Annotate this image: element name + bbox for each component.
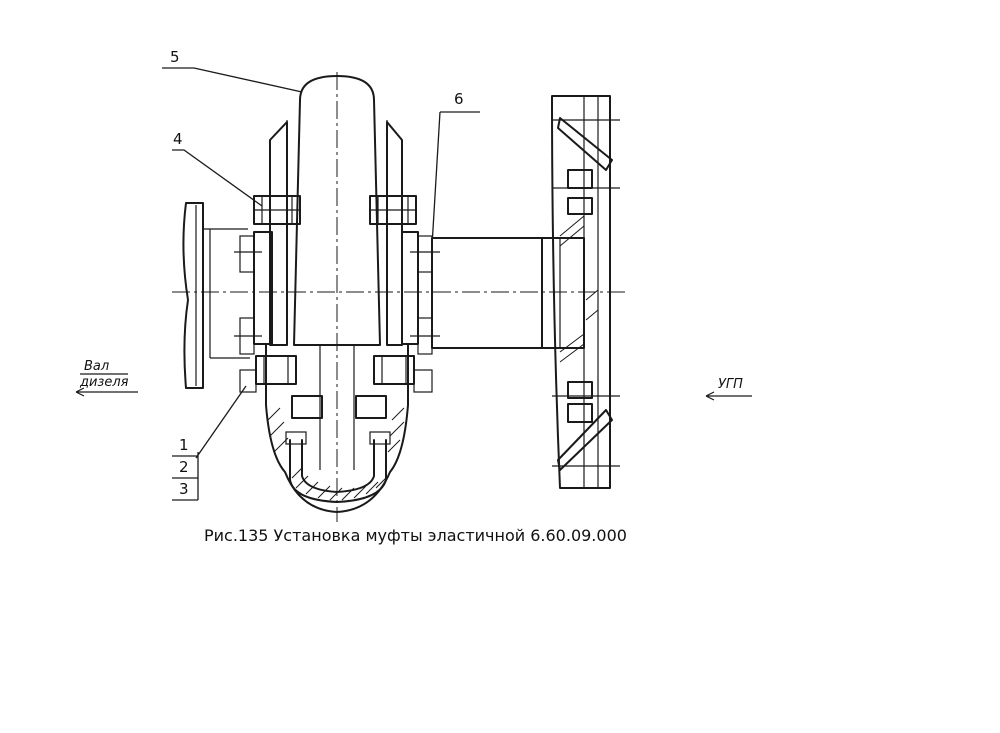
- callout-2: 2: [179, 458, 189, 476]
- shaft-label-line1: Вал: [84, 359, 109, 374]
- callout-4: 4: [173, 130, 183, 148]
- callout-6: 6: [454, 90, 464, 108]
- callout-5: 5: [170, 48, 180, 66]
- leader-5: [162, 67, 303, 93]
- lower-casing: [265, 344, 409, 513]
- callout-3: 3: [179, 480, 189, 498]
- figure-caption: Рис.135 Установка муфты эластичной 6.60.…: [204, 526, 627, 545]
- leader-4: [172, 149, 263, 207]
- upper-bolt-right: [369, 195, 417, 225]
- ugp-arrow-left-icon: [705, 391, 752, 401]
- callout-1: 1: [179, 436, 189, 454]
- upper-bolt-left: [253, 195, 301, 225]
- leader-6: [431, 111, 480, 247]
- right-hub: [401, 231, 440, 355]
- ugp-disc: [551, 95, 620, 489]
- ugp-label: УГП: [718, 377, 743, 392]
- shaft-label-line2: дизеля: [79, 375, 129, 390]
- left-hub: [234, 231, 273, 355]
- arrow-left-icon: [75, 387, 138, 397]
- diesel-flange: [182, 202, 250, 389]
- shaft-sleeve: [431, 237, 585, 349]
- lower-bolts: [239, 355, 433, 419]
- leader-1-2-3: [172, 385, 247, 501]
